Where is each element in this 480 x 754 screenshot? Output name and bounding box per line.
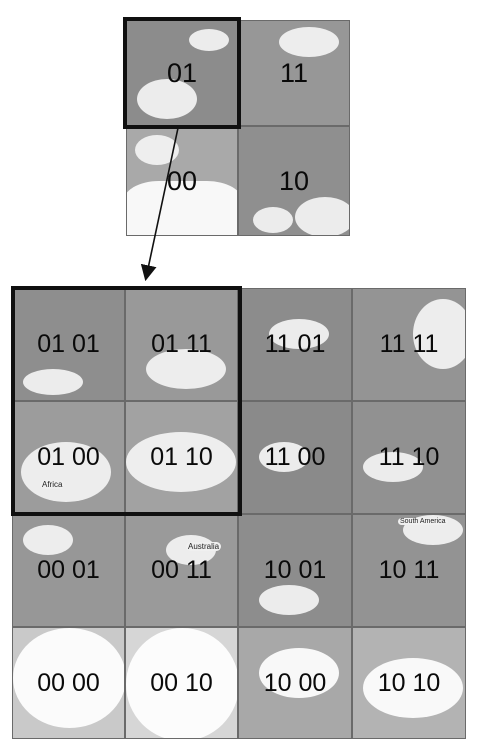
south-america-label: South America [398, 518, 448, 525]
tile-00-01: 00 01 [12, 514, 125, 627]
cloud-patch [126, 432, 236, 492]
tile-10-11: 10 11 [352, 514, 466, 627]
tile-00: 00 [126, 126, 238, 236]
tile-code: 00 11 [151, 556, 212, 584]
tile-00-10: 00 10 [125, 627, 238, 739]
tile-00-11: 00 11 [125, 514, 238, 627]
cloud-patch [126, 628, 237, 738]
cloud-patch [363, 452, 423, 482]
tile-code: 00 [166, 165, 198, 196]
tile-code: 00 00 [37, 668, 100, 697]
cloud-patch [259, 585, 319, 615]
tile-code: 11 11 [379, 330, 439, 358]
tile-01-11: 01 11 [125, 288, 238, 401]
tile-01-10: 01 10 [125, 401, 238, 514]
bottom-selected-quadrant-frame [11, 286, 242, 516]
tile-code: 11 01 [264, 330, 326, 358]
tile-11-01: 11 01 [238, 288, 352, 401]
tile-01-00: 01 00 [12, 401, 125, 514]
cloud-patch [23, 525, 73, 555]
tile-code: 00 10 [150, 668, 213, 697]
tile-code: 10 11 [378, 556, 440, 584]
tile-10-10: 10 10 [352, 627, 466, 739]
tile-code: 00 01 [37, 556, 100, 584]
cloud-patch [146, 349, 226, 389]
tile-code: 01 00 [37, 443, 100, 471]
tile-code: 01 [166, 57, 198, 88]
top-selected-quadrant-frame [123, 17, 241, 129]
tile-11-00: 11 00 [238, 401, 352, 514]
tile-code: 10 10 [377, 668, 441, 697]
tile-10: 10 [238, 126, 350, 236]
tile-10-00: 10 00 [238, 627, 352, 739]
tile-code: 10 01 [263, 556, 327, 584]
cloud-patch [259, 648, 339, 698]
tile-code: 10 [278, 165, 310, 196]
tile-code: 01 10 [150, 443, 213, 471]
cloud-patch [363, 658, 463, 718]
tile-11-10: 11 10 [352, 401, 466, 514]
cloud-patch [269, 319, 329, 349]
tile-11: 11 [238, 20, 350, 126]
tile-00-00: 00 00 [12, 627, 125, 739]
tile-01: 01 [126, 20, 238, 126]
tile-code: 11 00 [264, 443, 326, 471]
tile-11-11: 11 11 [352, 288, 466, 401]
cloud-patch [23, 369, 83, 395]
africa-label: Africa [40, 480, 65, 489]
tile-code: 01 11 [151, 330, 212, 358]
cloud-patch [21, 442, 111, 502]
cloud-patch [259, 442, 309, 472]
tile-code: 01 01 [37, 330, 100, 358]
tile-01-01: 01 01 [12, 288, 125, 401]
tile-code: 11 10 [378, 443, 440, 471]
cloud-patch [13, 628, 124, 728]
cloud-patch [413, 299, 465, 369]
tile-code: 11 [279, 57, 309, 88]
tile-10-01: 10 01 [238, 514, 352, 627]
australia-label: Australia [186, 542, 222, 551]
tile-code: 10 00 [263, 668, 327, 697]
